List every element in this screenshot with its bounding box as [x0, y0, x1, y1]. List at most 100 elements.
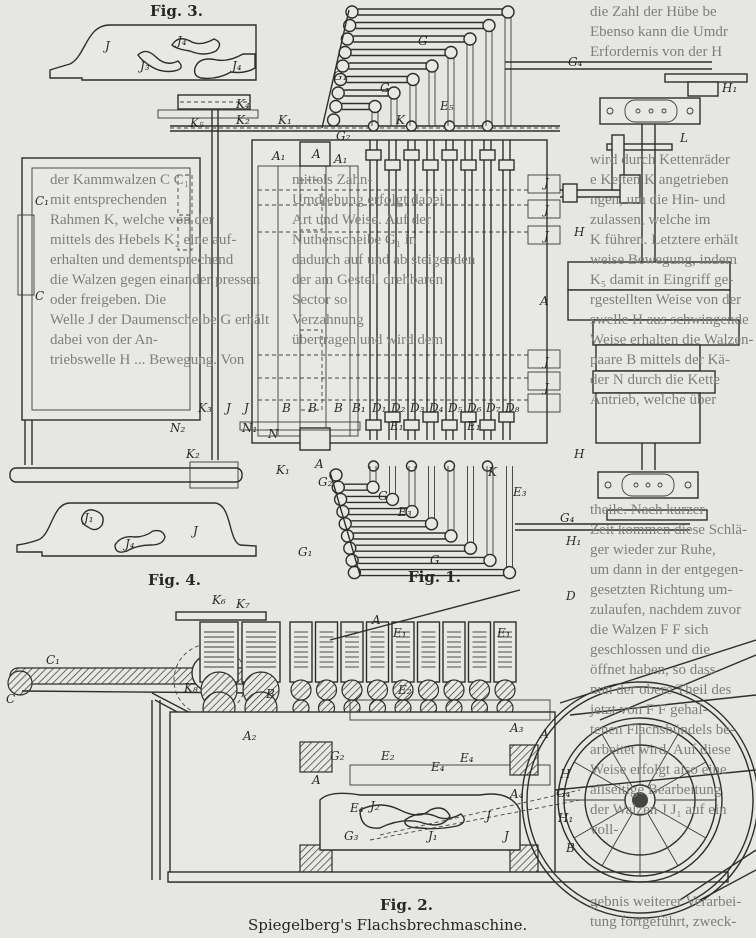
- fig2-part-label: D: [565, 589, 576, 603]
- fig2-part-label: E₂: [397, 683, 412, 697]
- fig2-part-label: E₄: [349, 801, 364, 815]
- fig1-part-label: J: [241, 401, 250, 415]
- text-line: zulassen, welche im: [590, 212, 711, 228]
- fig1-part-label: C: [35, 289, 44, 303]
- fig1-part-label: N: [267, 427, 279, 441]
- fig1-part-label: D₇: [485, 401, 501, 415]
- fig1-part-label: A: [311, 147, 321, 161]
- fig2-side-view: Fig. 2. Spiegelberg's Flachsbrechmaschin…: [7, 589, 756, 934]
- text-line: rgestellten Weise von der: [590, 292, 742, 308]
- roller-rod: [403, 120, 420, 472]
- fig1-part-label: L: [679, 131, 688, 145]
- fig1-part-label: B₁: [351, 401, 366, 415]
- roller-rod: [384, 140, 401, 440]
- fig2-part-label: G₄: [556, 786, 571, 800]
- fig4-cam-plate: Fig. 4.: [16, 502, 257, 589]
- text-line: die Walzen gegen einander pressen oder f…: [50, 272, 261, 308]
- fig2-part-label: K₇: [235, 597, 250, 611]
- fig2-part-label: G₂: [330, 749, 345, 763]
- fig1-part-label: N₁: [241, 421, 257, 435]
- fig2-part-label: K₈: [183, 681, 198, 695]
- text-line: geschlossen und die: [590, 642, 710, 658]
- fig1-part-label: H₁: [565, 534, 581, 548]
- fig2-part-label: A₃: [509, 721, 524, 735]
- stepped-pulley-stack: [567, 261, 740, 444]
- text-line: Umdrehung erfolgt dabei: [292, 192, 444, 208]
- text-line: e Ketten K angetrieben: [590, 172, 729, 188]
- text-line: swelle H aus schwingende: [590, 312, 749, 328]
- roller-rod: [498, 140, 515, 440]
- fig3-part-label: J₄: [174, 34, 187, 48]
- wheel-spoke: [601, 812, 633, 867]
- fig1-part-label: J: [541, 229, 550, 243]
- text-line: der N durch die Kette: [590, 372, 720, 388]
- fig1-part-label: E₃: [512, 485, 527, 499]
- fig2-caption: Fig. 2.: [380, 896, 433, 914]
- fig1-part-label: G₁: [333, 69, 347, 83]
- fig1-part-label: B: [333, 401, 343, 415]
- chain-lever-bottom: [345, 466, 497, 568]
- fig1-part-label: E₁: [466, 419, 481, 433]
- fig2-part-label: K₆: [211, 593, 226, 607]
- roller-cassette: [199, 621, 239, 725]
- fig1-part-label: G: [418, 34, 428, 48]
- roller-rod: [460, 140, 477, 440]
- fig1-part-label: J: [541, 203, 550, 217]
- text-line: Antrieb, welche über: [590, 392, 717, 408]
- fig1-part-label: K: [395, 113, 406, 127]
- fig2-part-label: J: [501, 829, 510, 843]
- fig1-part-label: E₅: [439, 99, 454, 113]
- fig1-part-label: K₅: [189, 116, 204, 130]
- text-line: Sector so: [292, 292, 348, 308]
- fig1-part-label: G: [378, 489, 388, 503]
- fig2-part-label: A₄: [509, 787, 524, 801]
- frame-c: [21, 157, 201, 421]
- chain-lever-bottom: [336, 466, 419, 519]
- figure-title: Spiegelberg's Flachsbrechmaschine.: [248, 916, 527, 934]
- fig1-part-label: A₁: [271, 149, 285, 163]
- text-line: die Zahl der Hübe be: [590, 4, 717, 20]
- chain-lever-bottom: [340, 466, 458, 543]
- bearing-bracket: [599, 97, 701, 125]
- fig2-part-label: C: [6, 692, 15, 706]
- wheel-spoke: [573, 807, 628, 839]
- fig1-part-label: H: [573, 225, 585, 239]
- text-line: theile. Nach kurzer: [590, 502, 705, 518]
- roller-cassette: [241, 621, 281, 725]
- fig1-part-label: D₈: [504, 401, 520, 415]
- fig2-part-label: J: [483, 809, 492, 823]
- fig1-part-label: K: [487, 465, 498, 479]
- text-line: Weise erhalten die Walzen-: [590, 332, 754, 348]
- fig3-caption: Fig. 3.: [150, 2, 203, 20]
- fig1-part-label: J: [223, 401, 232, 415]
- roller-rod: [479, 120, 496, 472]
- fig1-part-label: D₆: [466, 401, 482, 415]
- text-line: allseitige Bearbeitung: [590, 782, 722, 798]
- text-line: zulaufen, nachdem zuvor: [590, 602, 742, 618]
- text-line: erhalten und dementsprechend: [50, 252, 234, 268]
- text-line: nun der obere Theil des: [590, 682, 732, 698]
- fig1-part-label: K₂: [185, 447, 200, 461]
- text-block-right-column: gebnis weiterer Verarbei-tung fortgeführ…: [590, 892, 754, 932]
- fig1-part-label: D₂: [390, 401, 406, 415]
- text-line: gesetzten Richtung um-: [590, 582, 733, 598]
- text-line: Nuthenscheibe G₁ in: [292, 232, 417, 248]
- fig1-part-label: G₁: [298, 545, 312, 559]
- fig2-part-label: G₃: [344, 829, 359, 843]
- lever-l: [606, 143, 673, 151]
- fig1-part-label: K₄: [235, 97, 250, 111]
- fig1-part-label: K₃: [197, 401, 212, 415]
- chain-lever-bottom: [347, 466, 517, 580]
- wheel-spoke: [601, 733, 633, 788]
- text-line: der Kammwalzen C C₁: [50, 172, 189, 188]
- fig2-part-label: C₁: [46, 653, 60, 667]
- fig1-plan-view: Fig. 1.: [9, 5, 748, 586]
- fig1-part-label: G: [380, 81, 390, 95]
- fig3-part-label: J: [102, 39, 111, 53]
- text-line: triebswelle H ... Bewegung. Von: [50, 352, 245, 368]
- wheel-spoke: [647, 812, 679, 867]
- fig1-part-label: C₁: [35, 194, 49, 208]
